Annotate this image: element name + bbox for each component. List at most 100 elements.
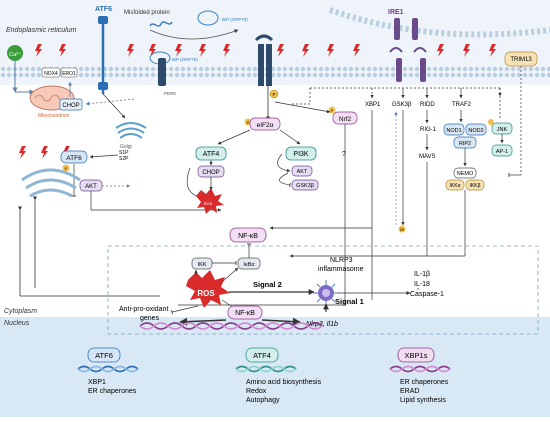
golgi-label: Golgi (120, 144, 132, 150)
legend-atf4-line-3: Autophagy (246, 397, 280, 404)
chop-label-2: CHOP (202, 170, 219, 176)
nox4-label: NOX4 (44, 71, 58, 77)
ikba-label: IκBα (243, 262, 255, 268)
nfkb-label: NF-κB (238, 233, 258, 240)
mitochondrion-label: Mitochondrion (38, 113, 70, 119)
atf6-receptor-icon (98, 16, 108, 24)
antioxidant-genes-label-1: Anti-pro-oxidant (119, 306, 168, 313)
signal-1-label: Signal 1 (335, 297, 364, 306)
svg-text:P: P (331, 108, 334, 113)
legend-atf4-tf: ATF4 (253, 351, 271, 360)
akt-box-2 (291, 165, 313, 177)
il18-label: IL-18 (414, 281, 430, 288)
perk-label: PERK (164, 91, 176, 96)
perk-receptor-icon (158, 58, 166, 86)
misfolded-protein-icon (149, 21, 173, 27)
gsk3b-label-2: GSK3β (296, 183, 314, 189)
unknown-link-mark: ? (342, 151, 346, 158)
nlrp3-label: NLRP3 (330, 257, 353, 264)
gsk3b-s9-label: S9 (400, 228, 404, 232)
ap1-box (491, 144, 513, 157)
rig1-label: RIG-1 (420, 127, 437, 133)
pi3k-box (285, 146, 317, 161)
nrf2-label: Nrf2 (339, 116, 352, 123)
eif2a-box (249, 117, 281, 131)
atf6-er-label: ATF6 (95, 6, 112, 13)
ap1-label: AP-1 (496, 149, 508, 155)
nfkb-nuclear-label: NF-κB (235, 310, 255, 317)
misfolded-protein-label: Misfolded protein (124, 10, 170, 16)
nod1-box (443, 123, 465, 136)
ridd-label: RIDD (420, 102, 435, 108)
rip2-label: RIP2 (459, 141, 471, 147)
gsk3b-label: GSK3β (392, 102, 412, 108)
chop-er-box (59, 98, 83, 111)
pi3k-label: PI3K (293, 151, 309, 158)
svg-text:P: P (65, 166, 68, 171)
nox4-box (41, 67, 61, 78)
bip-free-label: BiP (GRP78) (222, 17, 248, 22)
svg-text:S2P: S2P (119, 156, 129, 162)
akt-label-1: AKT (85, 184, 97, 190)
bip-bound-label: BiP (GRP78) (172, 57, 198, 62)
nod2-label: NOD2 (468, 128, 483, 134)
ros-small-icon (196, 188, 224, 214)
nemo-box (453, 167, 477, 179)
ikka-label: IKKα (450, 183, 461, 189)
legend-atf4: ATF4 Amino acid biosynthesis Redox Autop… (235, 347, 322, 404)
ikkb-box (465, 179, 485, 191)
il1b-label: IL-1β (414, 271, 430, 278)
ros-small-label: ROS (204, 201, 213, 206)
gsk3b-box-2 (291, 179, 319, 191)
nlrp3-il1b-genes-label: Nlrp3, Il1b (306, 321, 338, 328)
legend-xbp1s-line-1: ER chaperones (400, 379, 449, 386)
xbp1-label: XBP1 (365, 102, 381, 108)
trim13-label: TRIM13 (510, 57, 532, 63)
legend-atf6-line-2: ER chaperones (88, 388, 137, 395)
signal-2-label: Signal 2 (253, 280, 282, 289)
calcium-label: Ca²⁺ (9, 51, 21, 58)
legend-xbp1s-line-3: Lipid synthesis (400, 397, 446, 404)
nfkb-box (229, 227, 267, 243)
legend-xbp1s-tf: XBP1s (405, 351, 428, 360)
ikka-box (445, 179, 465, 191)
traf2-label: TRAF2 (452, 102, 472, 108)
atf4-label: ATF4 (203, 151, 220, 158)
inflammasome-label: inflammasome (318, 266, 364, 273)
legend-atf6-line-1: XBP1 (88, 379, 106, 386)
stress-bolt-icons (19, 44, 496, 159)
nod1-label: NOD1 (446, 128, 461, 134)
svg-text:S1P: S1P (119, 150, 129, 156)
ire1-receptor-icon (394, 18, 426, 82)
er-membrane-curve (329, 7, 550, 38)
legend-atf6: ATF6 XBP1 ER chaperones (77, 347, 139, 395)
antioxidant-genes-label-2: genes (140, 315, 160, 322)
svg-text:P: P (247, 120, 250, 125)
ire1-label: IRE1 (388, 9, 404, 16)
nemo-label: NEMO (457, 171, 474, 177)
ikk-label: IKK (198, 262, 207, 268)
ros-large-label: ROS (197, 289, 215, 298)
cytoplasm-region-label: Cytoplasm (4, 308, 37, 315)
nucleus-region-label: Nucleus (4, 320, 30, 327)
mavs-label: MAVS (419, 154, 436, 160)
bip-free-icon (197, 10, 219, 26)
jnk-label: JNK (497, 127, 508, 133)
atf6-cytosol-box (60, 150, 88, 164)
chop-er-label: CHOP (62, 103, 79, 109)
legend-atf4-line-2: Redox (246, 388, 267, 395)
ikkb-label: IKKβ (470, 183, 481, 189)
golgi-icon (115, 122, 147, 139)
nfkb-nuclear-box (227, 305, 263, 320)
eif2a-label: eIF2α (257, 122, 274, 129)
akt-label-2: AKT (297, 169, 308, 175)
er-fragment-icon (21, 168, 81, 198)
nod2-box (465, 123, 487, 136)
ikk-box (191, 257, 213, 270)
ero1-label: ERO1 (62, 71, 76, 77)
legend-atf4-line-1: Amino acid biosynthesis (246, 379, 322, 386)
perk-dimer-icon (258, 44, 264, 86)
er-membrane (0, 66, 550, 78)
legend-atf6-tf: ATF6 (95, 351, 113, 360)
